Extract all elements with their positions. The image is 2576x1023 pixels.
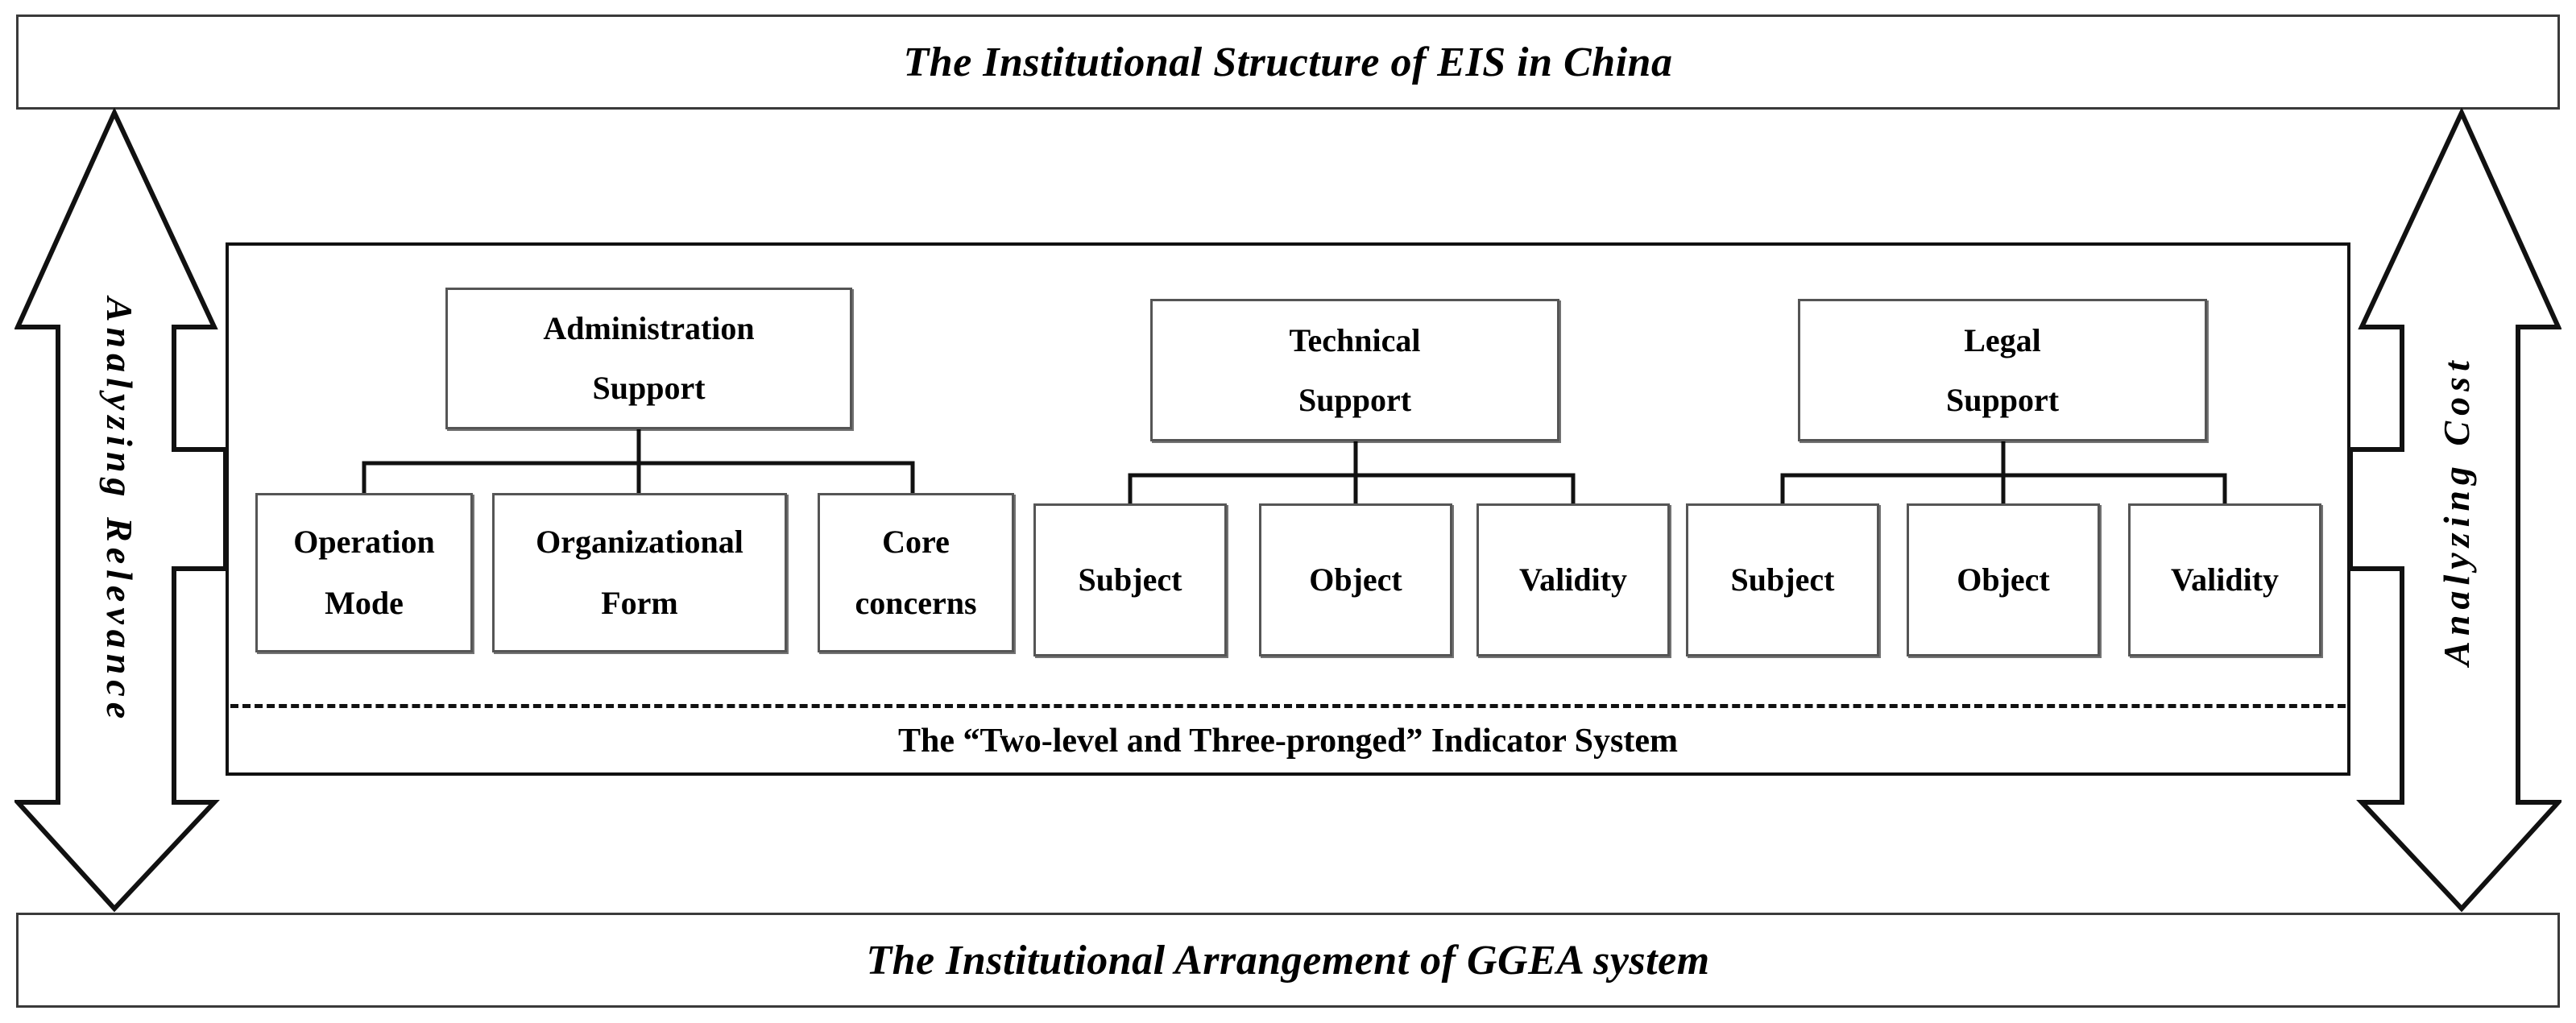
- leaf-box-legal-object-label: Object: [1957, 561, 2050, 598]
- leaf-box-legal-subject-label: Subject: [1730, 561, 1835, 598]
- leaf-box-legal-validity-label: Validity: [2170, 561, 2280, 598]
- leaf-box-organizational-line2: Form: [601, 585, 678, 621]
- leaf-box-technical-subject-label: Subject: [1078, 561, 1182, 598]
- leaf-box-technical-subject[interactable]: Subject: [1033, 503, 1227, 656]
- leaf-box-technical-object-label: Object: [1309, 561, 1402, 598]
- bottom-banner-title: The Institutional Arrangement of GGEA sy…: [866, 937, 1710, 984]
- dashed-divider: [230, 704, 2346, 708]
- top-banner: The Institutional Structure of EIS in Ch…: [16, 14, 2560, 110]
- leaf-box-technical-validity[interactable]: Validity: [1476, 503, 1670, 656]
- leaf-box-organizational-line1: Organizational: [536, 524, 743, 560]
- leaf-box-legal-object[interactable]: Object: [1907, 503, 2100, 656]
- parent-box-administration-line1: Administration: [543, 310, 755, 346]
- leaf-box-core-line1: Core: [882, 524, 950, 560]
- parent-box-technical-line1: Technical: [1289, 321, 1421, 358]
- leaf-box-legal-subject[interactable]: Subject: [1686, 503, 1879, 656]
- leaf-box-operation-mode[interactable]: Operation Mode: [255, 493, 473, 652]
- leaf-box-operation-line2: Mode: [325, 585, 404, 621]
- top-banner-title: The Institutional Structure of EIS in Ch…: [903, 39, 1673, 85]
- indicator-system-caption: The “Two-level and Three-pronged” Indica…: [898, 723, 1678, 760]
- parent-box-legal-support[interactable]: Legal Support: [1798, 299, 2207, 441]
- parent-box-legal-line1: Legal: [1964, 321, 2041, 358]
- right-arrow-shape: [2348, 106, 2564, 913]
- leaf-box-core-line2: concerns: [855, 585, 977, 621]
- leaf-box-technical-validity-label: Validity: [1518, 561, 1628, 598]
- leaf-box-core-concerns[interactable]: Core concerns: [818, 493, 1014, 652]
- analyzing-cost-arrow: Analyzing Cost: [2348, 106, 2564, 913]
- left-arrow-shape: [12, 106, 228, 913]
- leaf-box-technical-object[interactable]: Object: [1259, 503, 1452, 656]
- left-arrow-label: Analyzing Relevance: [99, 296, 141, 725]
- parent-box-legal-line2: Support: [1945, 381, 2060, 418]
- leaf-box-legal-validity[interactable]: Validity: [2128, 503, 2321, 656]
- bottom-banner: The Institutional Arrangement of GGEA sy…: [16, 913, 2560, 1008]
- right-arrow-label: Analyzing Cost: [2435, 355, 2477, 666]
- analyzing-relevance-arrow: Analyzing Relevance: [12, 106, 228, 913]
- parent-box-administration-line2: Support: [592, 370, 706, 406]
- parent-box-technical-support[interactable]: Technical Support: [1150, 299, 1559, 441]
- parent-box-administration-support[interactable]: Administration Support: [445, 288, 852, 429]
- leaf-box-operation-line1: Operation: [293, 524, 435, 560]
- parent-box-technical-line2: Support: [1298, 381, 1412, 418]
- leaf-box-organizational-form[interactable]: Organizational Form: [492, 493, 787, 652]
